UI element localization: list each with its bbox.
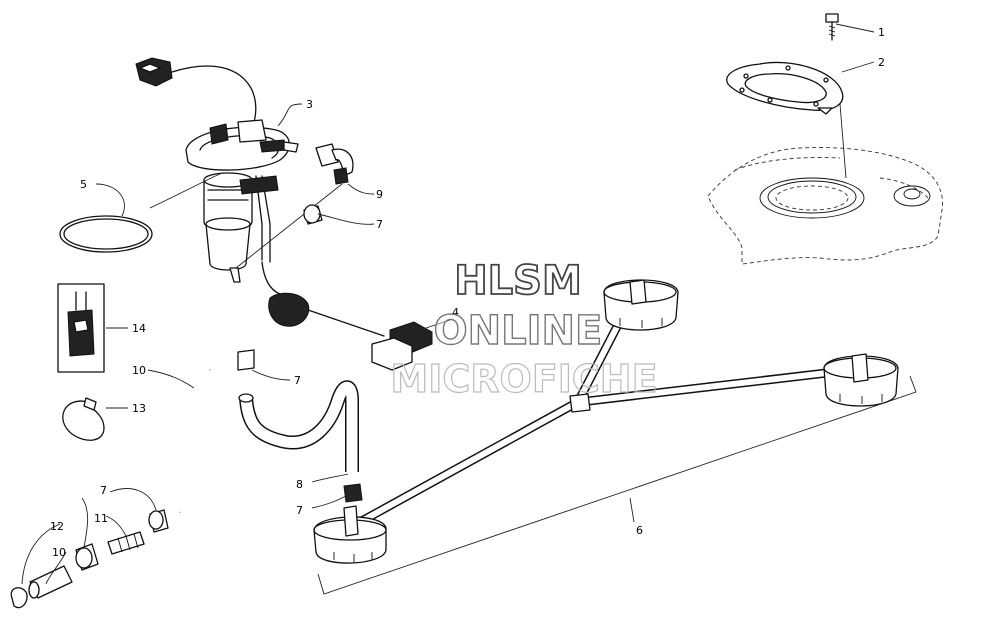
- o-ring-part: [59, 215, 153, 253]
- callout-8: 8: [296, 478, 303, 491]
- fuel-pump-assembly: [135, 57, 433, 371]
- crossover-pickup-assembly: [313, 279, 899, 564]
- callout-9: 9: [376, 188, 383, 201]
- watermark-line-1: HLSM: [454, 258, 582, 304]
- hose-fitting-group: [10, 509, 169, 609]
- callout-7b: 7: [294, 374, 301, 387]
- fuel-hose-s-shaped: [238, 380, 359, 472]
- callout-13: 13: [132, 402, 146, 415]
- callout-10a: 10: [132, 364, 146, 377]
- fuel-tank-section: [707, 147, 943, 265]
- callout-7a: 7: [376, 218, 383, 231]
- callout-14: 14: [132, 322, 146, 335]
- wiring-harness-detail: [57, 283, 105, 373]
- assembly-bracket-leader: [317, 375, 917, 595]
- callout-10b: 10: [52, 546, 66, 559]
- mounting-gasket-part: [726, 61, 847, 179]
- bolt-part: [825, 13, 839, 41]
- callout-7d: 7: [100, 484, 107, 497]
- hose-nipple-middle: [237, 349, 255, 371]
- watermark-line-3: MICROFICHE: [390, 357, 657, 401]
- fuel-hose-left: [175, 367, 214, 515]
- callout-12: 12: [50, 520, 64, 533]
- callout-6: 6: [636, 524, 643, 537]
- watermark-line-2: ONLINE: [434, 308, 603, 354]
- callout-11: 11: [94, 512, 108, 525]
- quick-connect-elbow-part: [235, 143, 354, 269]
- watermark: HLSM ONLINE MICROFICHE: [390, 257, 658, 402]
- leader-lines: [21, 23, 875, 585]
- hose-clamp-part: [62, 397, 105, 441]
- callout-3: 3: [306, 98, 313, 111]
- hose-nipple-upper: [303, 204, 323, 225]
- callout-7c: 7: [296, 504, 303, 517]
- callout-5: 5: [80, 178, 87, 191]
- callout-2: 2: [878, 56, 885, 69]
- callout-1: 1: [878, 26, 885, 39]
- pickup-fitting: [343, 483, 363, 503]
- callout-4: 4: [452, 306, 459, 319]
- callout-labels: 1 2 3 4 5 6 7 7 7 7 8 9 10 10 11 12 13 1…: [50, 26, 885, 559]
